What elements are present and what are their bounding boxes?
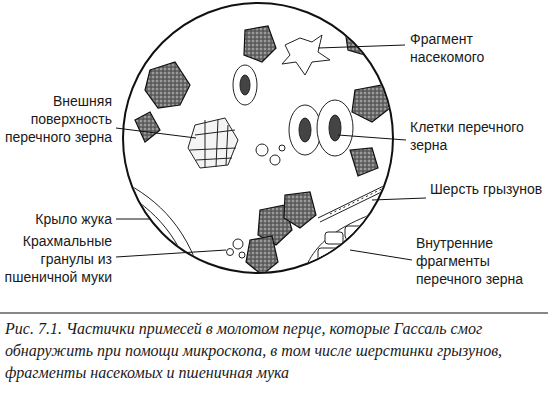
cell-core — [240, 75, 250, 95]
leader-lines — [116, 45, 426, 260]
hair-edge — [318, 178, 400, 218]
inner-cell — [345, 226, 365, 239]
pepper-cell — [317, 100, 353, 156]
pepper-cell — [289, 105, 321, 155]
callout-label: Фрагмент насекомого — [410, 30, 542, 66]
pepper-fragment — [345, 22, 378, 55]
wing-vein — [120, 180, 205, 290]
cell-core — [329, 115, 341, 141]
granule — [239, 252, 245, 258]
inner-cell — [336, 259, 356, 272]
leader-line — [372, 198, 426, 200]
starch-granules — [227, 144, 286, 258]
outer-surface-outline — [188, 118, 238, 168]
pepper-fragment — [244, 26, 276, 62]
granule — [233, 239, 243, 249]
inner-cell — [314, 264, 334, 277]
beetle-wing — [120, 180, 205, 290]
inner-fragments — [300, 205, 400, 290]
leader-line — [116, 250, 226, 257]
callout-label: Внешняя поверхность перечного зерна — [2, 92, 112, 146]
inner-fragment-outline — [300, 205, 400, 290]
callout-label: Крахмальные гранулы из пшеничной муки — [2, 232, 112, 286]
pepper-cells — [233, 65, 353, 156]
pepper-fragments — [135, 22, 390, 275]
surface-cell-lines — [190, 119, 236, 168]
rodent-hair — [318, 178, 400, 222]
inner-cell — [318, 248, 338, 261]
pepper-fragment — [135, 112, 160, 142]
cell-core — [299, 118, 311, 142]
wing-vein — [120, 232, 155, 290]
microscope-field — [123, 3, 393, 273]
pepper-fragment — [352, 85, 390, 122]
leader-line — [318, 45, 405, 48]
leader-line — [116, 128, 196, 138]
inner-cell — [340, 243, 360, 256]
hair-edge — [320, 183, 400, 222]
figure-caption: Рис. 7.1. Частички примесей в молотом пе… — [5, 318, 543, 384]
granule — [270, 155, 280, 165]
pepper-cell — [233, 65, 257, 105]
pepper-fragment — [284, 192, 316, 228]
specimen-group — [120, 22, 400, 290]
pepper-fragment — [350, 148, 378, 176]
inner-cell — [362, 237, 382, 250]
caption-rule — [0, 313, 548, 314]
granule — [256, 144, 268, 156]
pepper-fragment — [145, 62, 190, 108]
outer-surface — [188, 118, 238, 168]
leader-line — [338, 135, 406, 140]
inner-cell — [358, 254, 378, 267]
wing-vein — [120, 210, 175, 290]
leader-line — [350, 250, 412, 260]
pepper-fragment — [246, 236, 278, 275]
wing-vein — [120, 200, 185, 290]
inner-cell — [367, 220, 387, 233]
insect-fragment — [282, 35, 330, 75]
wing-vein — [120, 190, 195, 290]
callout-label: Внутренние фрагменты перечного зерна — [416, 234, 544, 288]
granule — [227, 249, 234, 256]
inner-cell — [325, 232, 343, 244]
callout-label: Клетки перечного зерна — [410, 118, 542, 154]
granule — [279, 145, 285, 151]
leader-line — [116, 219, 150, 220]
callout-label: Крыло жука — [2, 210, 112, 228]
callout-label: Шерсть грызунов — [430, 180, 544, 198]
